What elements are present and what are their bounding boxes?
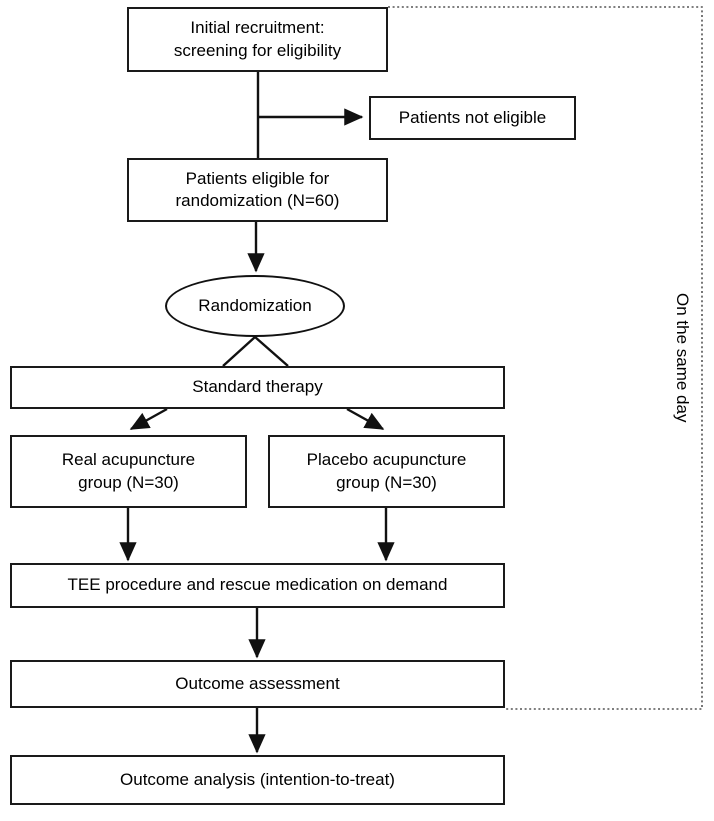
same-day-annotation-label: On the same day — [673, 293, 692, 423]
node-tee-procedure[interactable]: TEE procedure and rescue medication on d… — [10, 563, 505, 608]
node-randomization-label: Randomization — [198, 296, 312, 315]
node-patients-not-eligible-label: Patients not eligible — [398, 107, 547, 127]
node-randomization[interactable]: Randomization — [165, 275, 345, 337]
node-placebo-acupuncture-group[interactable]: Placebo acupuncture group (N=30) — [268, 435, 505, 508]
same-day-bracket — [388, 6, 703, 710]
node-initial-recruitment[interactable]: Initial recruitment: screening for eligi… — [127, 7, 388, 72]
node-placebo-acupuncture-group-label: Placebo acupuncture group (N=30) — [306, 450, 467, 492]
node-outcome-assessment-label: Outcome assessment — [175, 673, 340, 693]
connector-standard-to-placebo — [346, 407, 385, 431]
node-patients-eligible[interactable]: Patients eligible for randomization (N=6… — [127, 158, 388, 222]
connector-standard-to-real — [129, 407, 168, 431]
node-initial-recruitment-label: Initial recruitment: screening for eligi… — [173, 18, 342, 60]
node-tee-procedure-label: TEE procedure and rescue medication on d… — [67, 575, 448, 595]
connector-randomization-fork-left — [222, 336, 256, 367]
node-real-acupuncture-group[interactable]: Real acupuncture group (N=30) — [10, 435, 247, 508]
node-standard-therapy-label: Standard therapy — [192, 377, 323, 397]
node-real-acupuncture-group-label: Real acupuncture group (N=30) — [61, 450, 196, 492]
node-outcome-analysis[interactable]: Outcome analysis (intention-to-treat) — [10, 755, 505, 805]
node-outcome-assessment[interactable]: Outcome assessment — [10, 660, 505, 708]
connector-randomization-fork-right — [254, 336, 289, 367]
node-patients-not-eligible[interactable]: Patients not eligible — [369, 96, 576, 140]
node-patients-eligible-label: Patients eligible for randomization (N=6… — [175, 168, 340, 210]
node-outcome-analysis-label: Outcome analysis (intention-to-treat) — [120, 769, 395, 789]
node-standard-therapy[interactable]: Standard therapy — [10, 366, 505, 409]
